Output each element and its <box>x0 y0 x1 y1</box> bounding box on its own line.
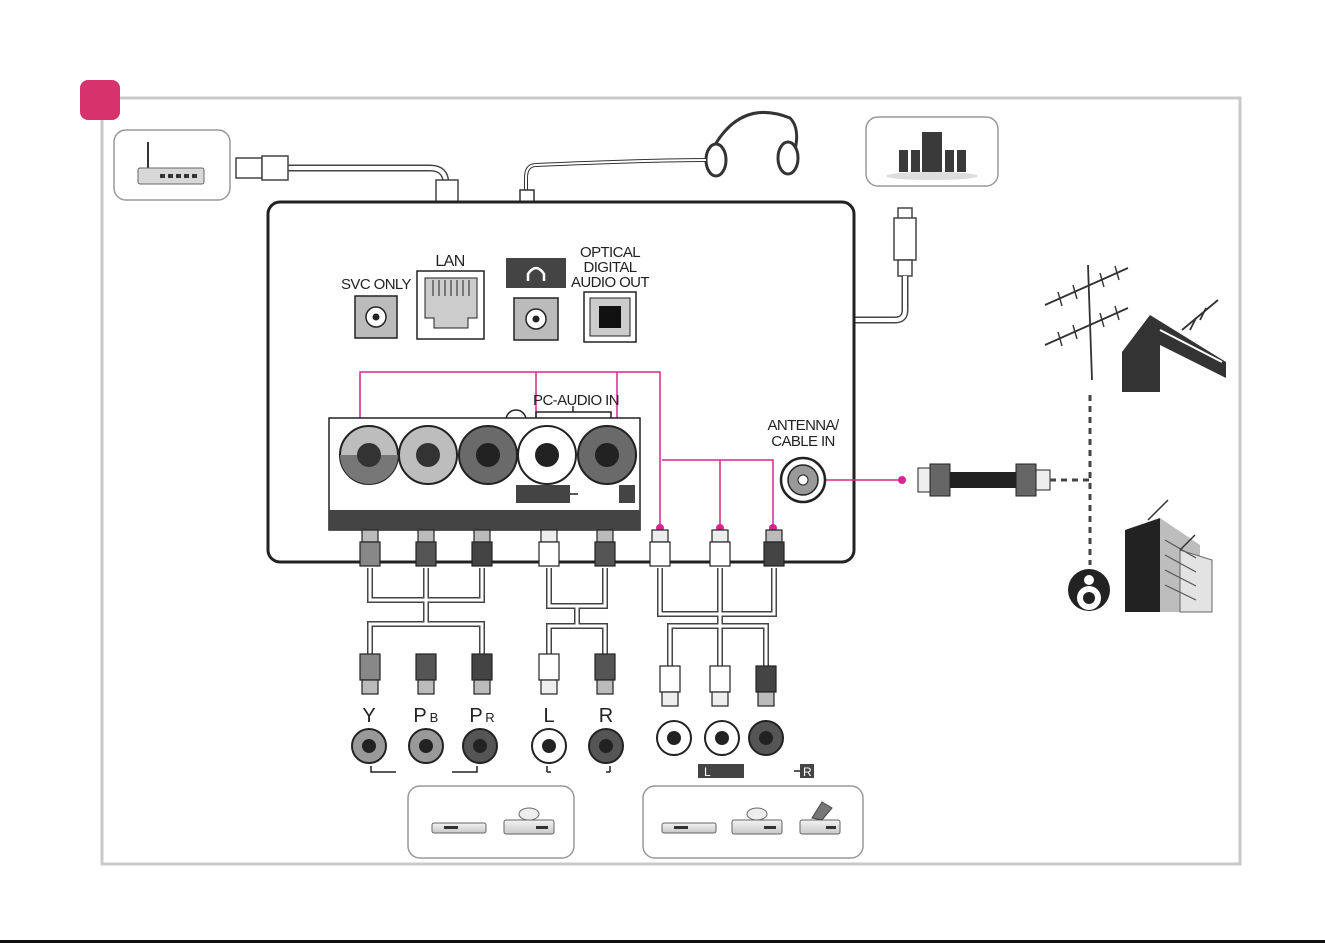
label-l: L <box>543 705 554 727</box>
building-icon <box>1125 500 1212 612</box>
step-badge <box>80 80 120 120</box>
satellite-dish-icon <box>1068 569 1110 611</box>
headphone-jack <box>506 258 566 340</box>
component-bracket <box>371 766 477 772</box>
label-pr: P <box>469 705 482 727</box>
av-device-box <box>643 786 863 858</box>
pc-audio-in-label: PC-AUDIO IN <box>533 392 619 409</box>
av-output-jacks <box>657 721 783 755</box>
label-pr-sub: R <box>485 710 494 725</box>
label-y: Y <box>362 705 375 727</box>
label-pb-sub: B <box>430 710 439 725</box>
vcr-icon <box>662 823 716 833</box>
antenna-label-line1: ANTENNA/ <box>767 417 839 434</box>
lan-port <box>417 271 484 339</box>
router-device <box>114 130 230 200</box>
component-device-box <box>408 786 574 858</box>
av-input-block <box>329 418 640 530</box>
label-r: R <box>599 705 613 727</box>
svc-only-port <box>355 296 397 338</box>
audio-output-jacks <box>532 729 623 763</box>
audio-cable <box>549 568 605 656</box>
optical-port <box>584 292 636 342</box>
speaker-system-device <box>866 117 998 186</box>
label-pb: P <box>413 705 426 727</box>
component-output-jacks <box>352 729 497 763</box>
optical-label-line3: AUDIO OUT <box>571 274 649 291</box>
av-l-label: L <box>704 765 711 779</box>
antenna-port <box>781 458 825 502</box>
av-cable <box>660 568 774 668</box>
lan-label: LAN <box>435 253 464 270</box>
component-cable <box>370 568 482 656</box>
svc-only-label: SVC ONLY <box>341 276 412 293</box>
antenna-label-line2: CABLE IN <box>771 433 835 450</box>
audio-bracket <box>547 766 610 772</box>
coax-cable <box>918 395 1090 565</box>
vcr-icon <box>432 823 486 833</box>
av-r-label: R <box>803 765 812 779</box>
antenna-house-icon <box>1045 265 1226 392</box>
